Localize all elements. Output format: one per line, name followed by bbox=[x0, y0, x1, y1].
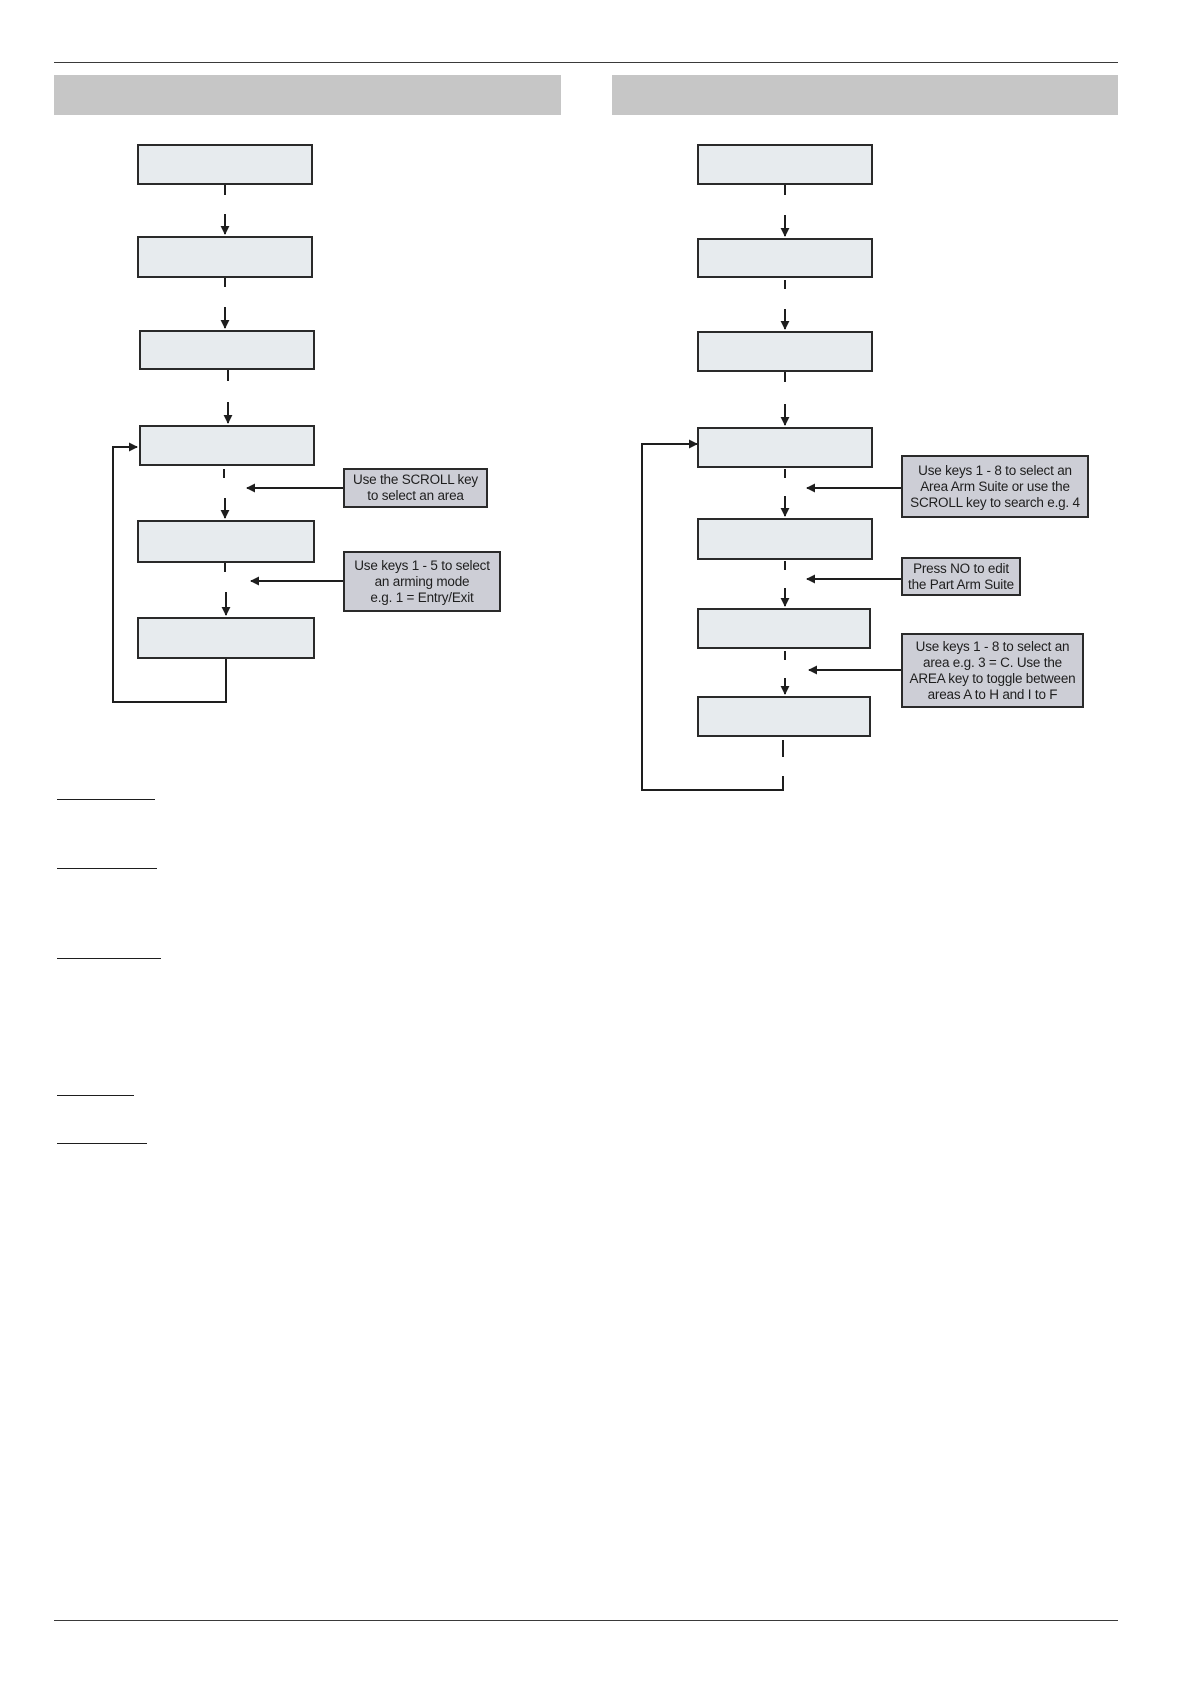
right-display-step-4 bbox=[697, 427, 873, 468]
left-note-select-area: Use the SCROLL key to select an area bbox=[343, 468, 488, 508]
right-note-edit-part-arm-text: Press NO to edit the Part Arm Suite bbox=[908, 560, 1014, 592]
left-display-step-1 bbox=[137, 144, 313, 185]
right-note-arm-suite-text: Use keys 1 - 8 to select an Area Arm Sui… bbox=[910, 462, 1080, 510]
right-note-edit-part-arm: Press NO to edit the Part Arm Suite bbox=[901, 557, 1021, 596]
left-loop-back bbox=[112, 442, 227, 703]
bottom-rule bbox=[54, 1620, 1118, 1621]
right-display-step-7 bbox=[697, 696, 871, 737]
left-display-step-6 bbox=[137, 617, 315, 659]
right-note-arm-suite: Use keys 1 - 8 to select an Area Arm Sui… bbox=[901, 455, 1089, 518]
heading-underline-3 bbox=[57, 958, 161, 959]
right-section-header bbox=[612, 75, 1118, 115]
top-rule bbox=[54, 62, 1118, 63]
left-display-step-4 bbox=[139, 425, 315, 466]
left-note-arming-mode: Use keys 1 - 5 to select an arming mode … bbox=[343, 551, 501, 612]
right-display-step-2 bbox=[697, 238, 873, 278]
right-display-step-6 bbox=[697, 608, 871, 649]
right-note-select-area: Use keys 1 - 8 to select an area e.g. 3 … bbox=[901, 633, 1084, 708]
left-note-select-area-text: Use the SCROLL key to select an area bbox=[353, 472, 478, 503]
left-display-step-5 bbox=[137, 520, 315, 563]
heading-underline-2 bbox=[57, 868, 157, 869]
right-loop-back bbox=[641, 439, 784, 791]
right-display-step-3 bbox=[697, 331, 873, 372]
left-display-step-3 bbox=[139, 330, 315, 370]
right-note-select-area-text: Use keys 1 - 8 to select an area e.g. 3 … bbox=[909, 638, 1076, 702]
heading-underline-1 bbox=[57, 799, 155, 800]
heading-underline-4 bbox=[57, 1095, 134, 1096]
heading-underline-5 bbox=[57, 1143, 147, 1144]
left-display-step-2 bbox=[137, 236, 313, 278]
left-note-arming-mode-text: Use keys 1 - 5 to select an arming mode … bbox=[354, 557, 490, 605]
left-section-header bbox=[54, 75, 561, 115]
right-display-step-1 bbox=[697, 144, 873, 185]
right-display-step-5 bbox=[697, 518, 873, 560]
